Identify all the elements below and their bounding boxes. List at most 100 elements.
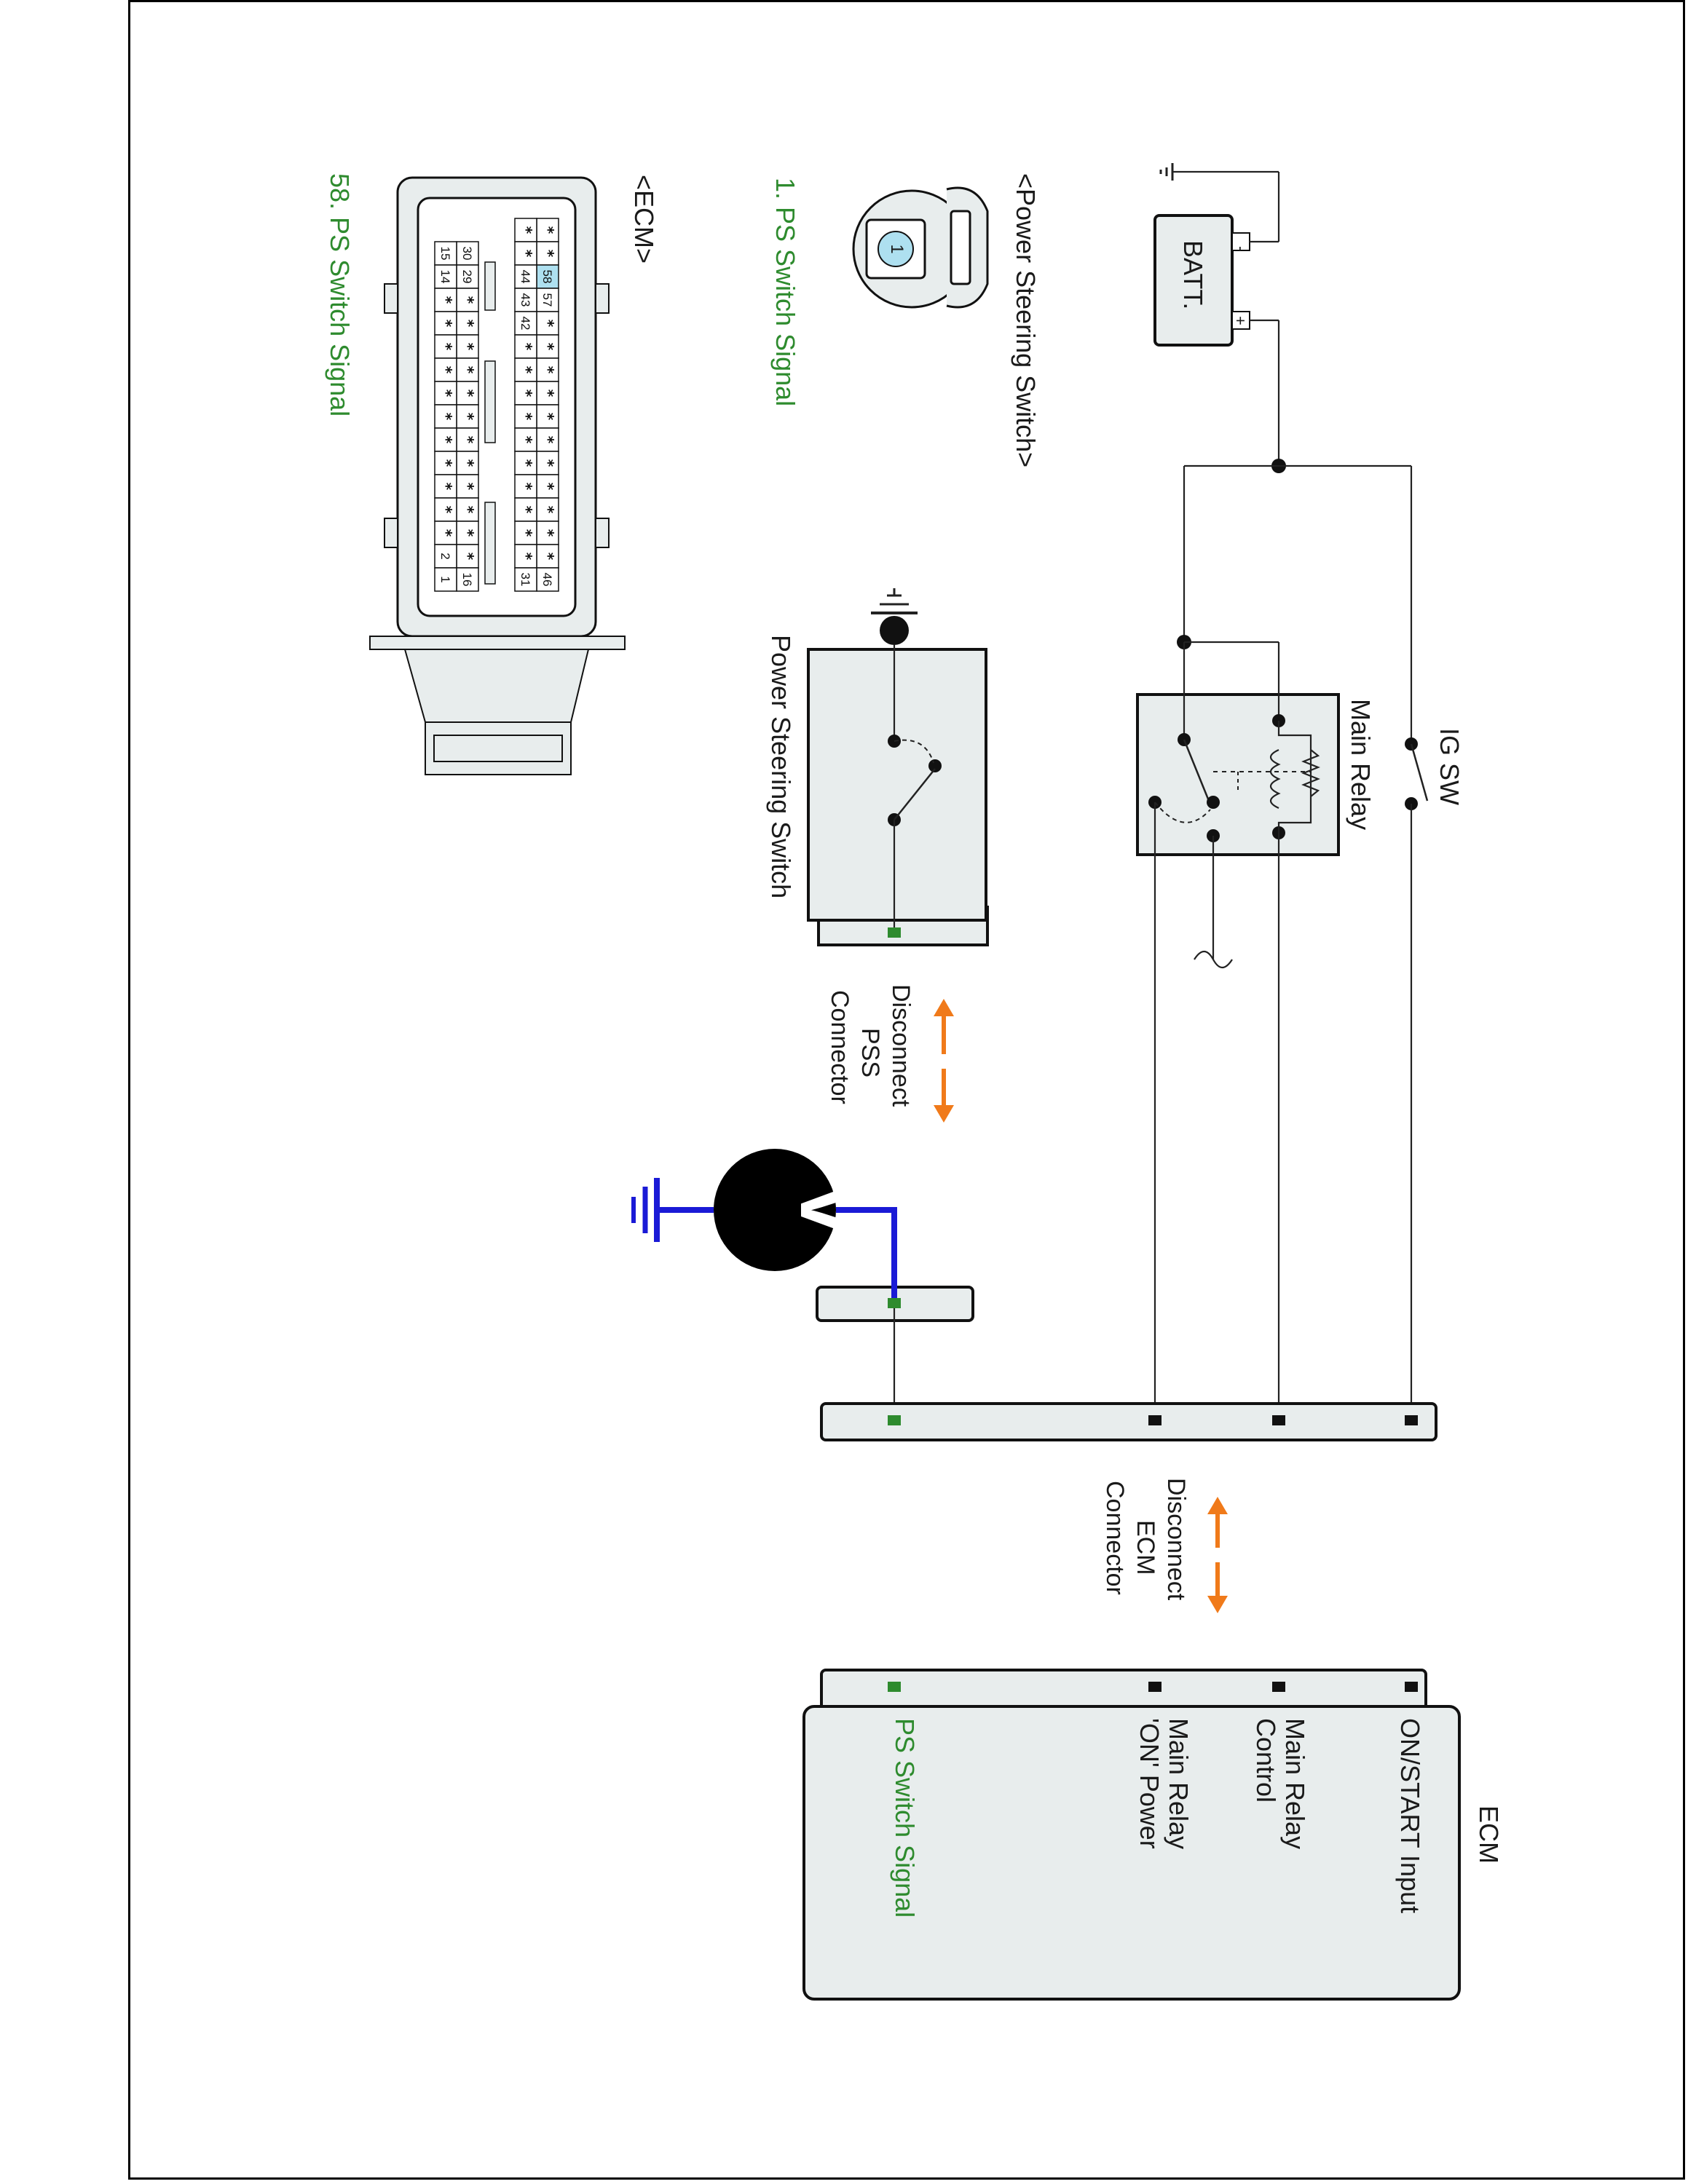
ecm-pin-row1-8: *: [540, 413, 557, 421]
ecm-disconnect-line3: Connector: [1101, 1481, 1129, 1595]
ecm-pin-row1-15-cell: [536, 567, 559, 592]
ecm-pin-row4-9: *: [438, 459, 455, 467]
ig-switch-label: IG SW: [1435, 728, 1464, 805]
ecm-pin-row2-10: *: [518, 459, 535, 467]
ecm-pin-on-start: ON/START Input: [1395, 1718, 1425, 1913]
ecm-pin-row2-15: 31: [518, 573, 532, 587]
pss-disconnect-line3: Connector: [826, 990, 853, 1104]
ecm-pin-row1-1: *: [540, 250, 557, 258]
ecm-pin-main-relay-on-power-line1: Main Relay: [1164, 1718, 1194, 1849]
ecm-pin-row4-4-cell: [434, 334, 457, 359]
ecm-pin-row4-8-cell: [434, 427, 457, 452]
ecm-pin-row1-12: *: [540, 506, 557, 514]
ecm-pin-row2-14-cell: [514, 544, 537, 569]
ecm-pin-row2-6-cell: [514, 357, 537, 382]
ecm-pin-row1-6-cell: [536, 357, 559, 382]
ecm-pin-row3-10: *: [460, 483, 477, 491]
ecm-pin-row4-13: 2: [438, 553, 452, 559]
ecm-pin-row4-6-cell: [434, 381, 457, 405]
ecm-pin-row2-11: *: [518, 483, 535, 491]
ecm-pin-row2-5-cell: [514, 334, 537, 359]
ecm-pin-row2-7-cell: [514, 381, 537, 405]
ecm-pin-row4-1: 14: [438, 270, 452, 284]
ecm-connector-caption: 58. PS Switch Signal: [325, 173, 355, 416]
ecm-pin-row1-4: *: [540, 320, 557, 328]
ecm-pin-row1-3-cell: [536, 288, 559, 312]
ecm-disconnect-arrow-icon: [1207, 1497, 1228, 1613]
pss-connector-title: <Power Steering Switch>: [1011, 173, 1041, 467]
ecm-pin-row4-5-cell: [434, 357, 457, 382]
battery-label: BATT.: [1178, 240, 1208, 309]
ecm-pin-row1-14: *: [540, 553, 557, 561]
ecm-pin-row3-7: *: [460, 413, 477, 421]
ecm-pin-row1-11: *: [540, 483, 557, 491]
ecm-pin-row3-2-cell: [456, 288, 479, 312]
ecm-pin-row4-4: *: [438, 343, 455, 351]
ecm-pin-row2-8: *: [518, 413, 535, 421]
ecm-pin-row1-5-cell: [536, 334, 559, 359]
ecm-pin-row4-14: 1: [438, 576, 452, 582]
ecm-pin-row2-12: *: [518, 506, 535, 514]
battery-plus-label: +: [1231, 316, 1250, 325]
power-steering-switch-label: Power Steering Switch: [766, 635, 796, 898]
ecm-pin-row2-9: *: [518, 436, 535, 444]
ecm-pin-row2-0-cell: [514, 218, 537, 242]
ecm-disconnect-line2: ECM: [1132, 1520, 1159, 1575]
ecm-pin-row1-6: *: [540, 366, 557, 374]
ecm-disconnect-line1: Disconnect: [1162, 1478, 1190, 1601]
ecm-pin-main-relay-control-line1: Main Relay: [1280, 1718, 1310, 1849]
relay-coil-icon: [1269, 721, 1320, 833]
ground-icon: [871, 588, 918, 614]
pss-disconnect-line1: Disconnect: [887, 984, 915, 1107]
pss-disconnect-arrow-icon: [934, 999, 954, 1123]
ecm-pin-row1-13-cell: [536, 521, 559, 545]
ecm-pin-row3-12: *: [460, 529, 477, 537]
ecm-pin-row3-3-cell: [456, 311, 479, 336]
ecm-pin-row1-14-cell: [536, 544, 559, 569]
ecm-pin-row1-7: *: [540, 389, 557, 397]
ecm-pin-row2-7: *: [518, 389, 535, 397]
ecm-module-title: ECM: [1474, 1805, 1504, 1864]
ecm-pin-row2-9-cell: [514, 427, 537, 452]
ecm-pin-row1-13: *: [540, 529, 557, 537]
ecm-pin-row2-5: *: [518, 343, 535, 351]
ig-switch-icon: [1405, 737, 1429, 1416]
ecm-pin-row4-11: *: [438, 506, 455, 514]
ecm-pin-row2-3: 43: [518, 293, 532, 307]
ecm-pin-row2-14: *: [518, 553, 535, 561]
ecm-pin-row4-8: *: [438, 436, 455, 444]
ecm-pin-row2-2: 44: [518, 270, 532, 284]
ecm-pin-row4-0: 15: [438, 247, 452, 261]
ecm-pin-row3-8: *: [460, 436, 477, 444]
main-relay-label: Main Relay: [1346, 699, 1376, 830]
ecm-pin-row3-6: *: [460, 389, 477, 397]
ecm-pin-row1-3: 57: [540, 293, 554, 307]
ecm-pin-row1-2: 58: [540, 270, 554, 284]
ecm-pin-row2-3-cell: [514, 288, 537, 312]
ecm-pin-row3-4: *: [460, 343, 477, 351]
ecm-pin-row1-9: *: [540, 436, 557, 444]
ecm-pin-row1-10: *: [540, 459, 557, 467]
ecm-pin-row4-3: *: [438, 320, 455, 328]
ecm-pin-row1-4-cell: [536, 311, 559, 336]
ecm-pin-row3-14: 16: [460, 573, 474, 587]
ecm-pin-row4-6: *: [438, 389, 455, 397]
pss-pin-number: 1: [887, 244, 907, 253]
ecm-pin-row3-3: *: [460, 320, 477, 328]
ecm-pin-row4-2-cell: [434, 288, 457, 312]
ecm-connector-icon: ****58445743*42********************46313…: [369, 176, 626, 775]
ecm-pin-row3-9: *: [460, 459, 477, 467]
ecm-pin-row1-5: *: [540, 343, 557, 351]
ecm-pin-row4-11-cell: [434, 497, 457, 522]
ecm-module: [802, 1669, 1461, 2001]
ecm-pin-row3-2: *: [460, 296, 477, 304]
pss-connector-caption: 1. PS Switch Signal: [770, 178, 800, 406]
ecm-pin-row2-13: *: [518, 529, 535, 537]
ground-icon: [1159, 163, 1280, 242]
voltmeter-icon: V: [631, 1149, 974, 1418]
ecm-pin-row3-12-cell: [456, 521, 479, 545]
ecm-pin-row3-0-cell: [456, 241, 479, 266]
ecm-pin-row2-0: *: [518, 226, 535, 234]
ecm-pin-row2-15-cell: [514, 567, 537, 592]
ecm-pin-main-relay-control-line2: Control: [1251, 1718, 1281, 1803]
